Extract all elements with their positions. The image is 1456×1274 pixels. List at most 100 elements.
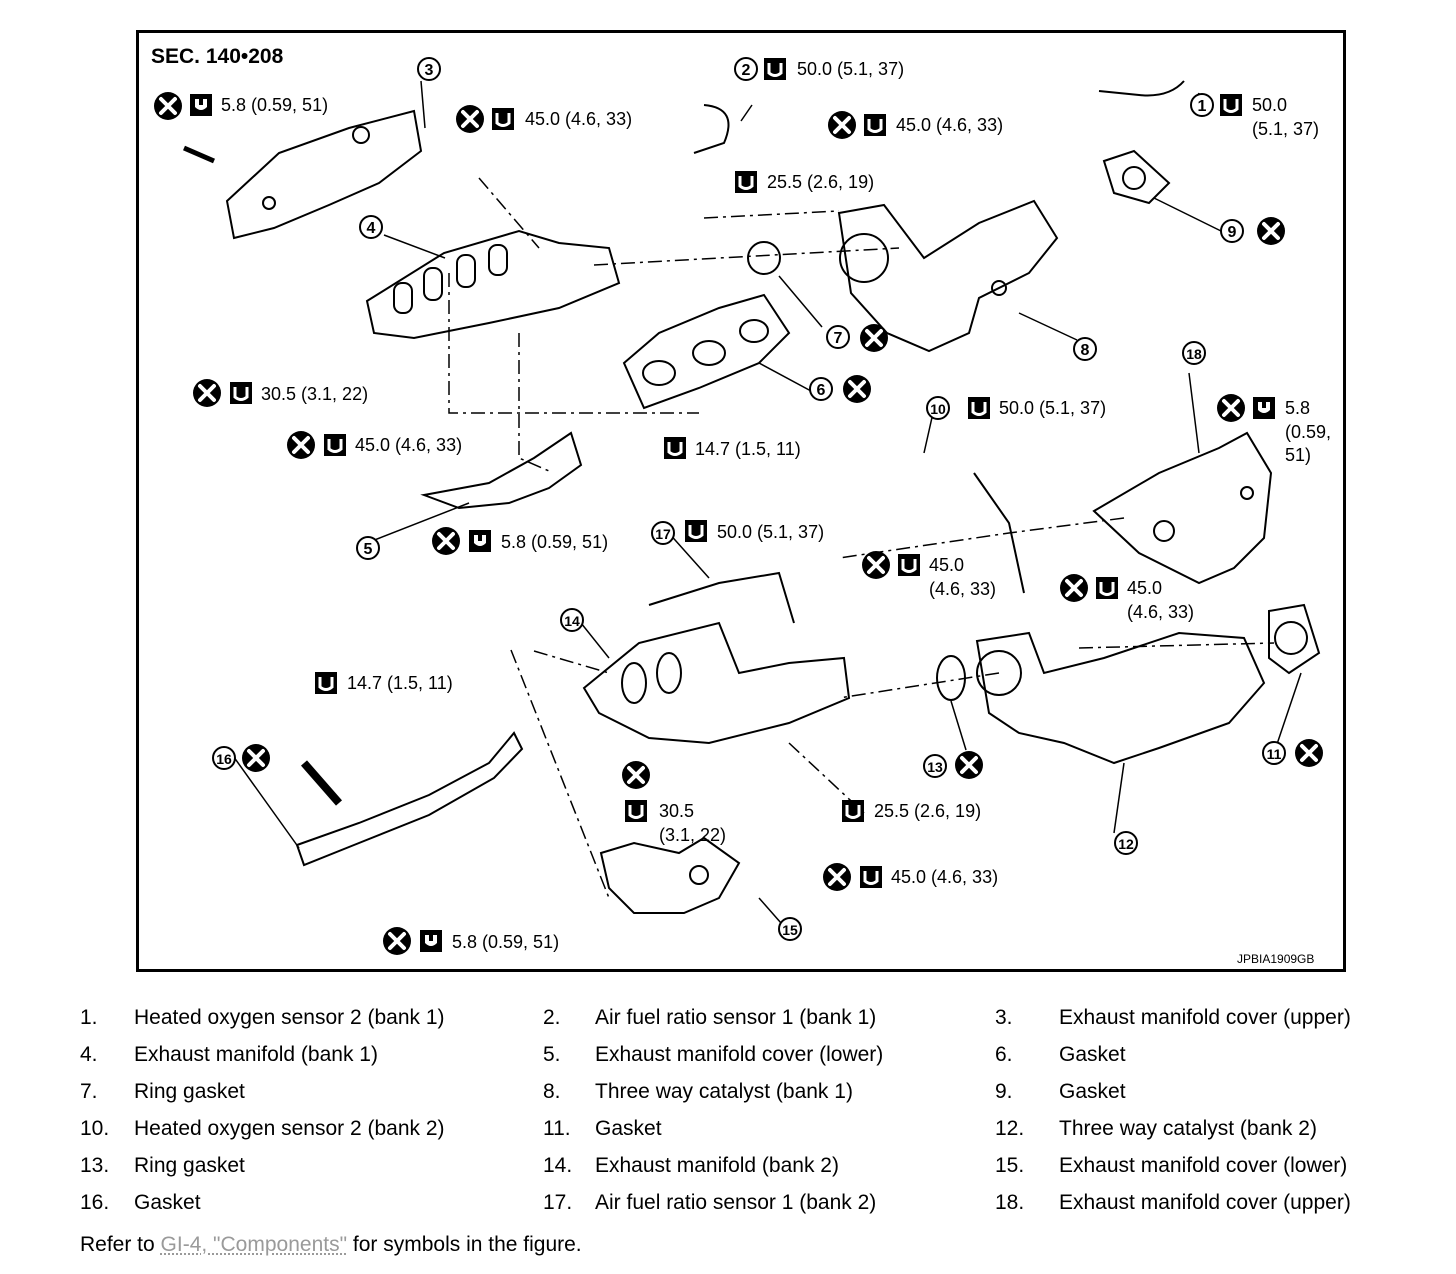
legend-number: 5. <box>543 1043 561 1066</box>
legend-text: Three way catalyst (bank 1) <box>595 1080 853 1103</box>
gasket-bank2 <box>295 731 524 867</box>
leader-lines <box>230 80 1302 924</box>
heated-oxygen-sensor-bank1 <box>1098 80 1185 97</box>
replace-icon <box>841 373 873 405</box>
replace-icon <box>191 377 223 409</box>
torque-label: 5.8 (0.59, 51) <box>501 532 608 552</box>
torque-icon <box>190 94 212 116</box>
gasket-11 <box>1268 603 1321 675</box>
legend-text: Ring gasket <box>134 1080 245 1103</box>
exhaust-manifold-cover-upper-bank2 <box>1092 431 1273 585</box>
replace-icon <box>826 109 858 141</box>
exhaust-manifold-cover-upper-bank1 <box>225 109 423 240</box>
torque-label: 25.5 (2.6, 19) <box>874 801 981 821</box>
replace-icon <box>152 90 184 122</box>
section-label: SEC. 140•208 <box>151 45 284 68</box>
components-reference-link[interactable]: GI-4, "Components" <box>160 1233 348 1256</box>
legend-number: 7. <box>80 1080 98 1103</box>
callout-9: 9 <box>1228 224 1237 241</box>
exploded-view-drawing: 3 2 1 4 9 7 8 18 6 10 5 17 14 16 13 11 1… <box>151 45 1331 966</box>
replace-icon <box>620 759 652 791</box>
figure-code: JPBIA1909GB <box>1237 952 1314 966</box>
callout-8: 8 <box>1081 342 1090 359</box>
torque-icon <box>623 798 649 824</box>
torque-label: 45.0 (4.6, 33) <box>891 867 998 887</box>
legend-number: 17. <box>543 1191 573 1214</box>
torque-label: 30.5 <box>659 801 694 821</box>
ring-gasket-bank2 <box>936 655 966 701</box>
callout-17: 17 <box>655 526 671 542</box>
callout-markers: 3 2 1 4 9 7 8 18 6 10 5 17 14 16 13 11 1… <box>212 57 1286 941</box>
replace-icon <box>1293 737 1325 769</box>
torque-label: 45.0 <box>929 555 964 575</box>
legend-row: 1. Heated oxygen sensor 2 (bank 1) 2. Ai… <box>0 1003 1456 1033</box>
legend-number: 11. <box>543 1117 571 1140</box>
legend-text: Gasket <box>595 1117 662 1140</box>
torque-label: 5.8 <box>1285 398 1310 418</box>
replace-icon <box>1255 215 1287 247</box>
torque-label: 5.8 (0.59, 51) <box>452 932 559 952</box>
torque-label: 45.0 (4.6, 33) <box>355 435 462 455</box>
replace-icon <box>1215 392 1247 424</box>
callout-13: 13 <box>927 759 943 775</box>
callout-7: 7 <box>834 330 843 347</box>
three-way-catalyst-bank2 <box>975 631 1266 765</box>
torque-icon <box>896 552 922 578</box>
torque-icon <box>228 380 254 406</box>
legend-text: Three way catalyst (bank 2) <box>1059 1117 1317 1140</box>
exhaust-manifold-cover-lower-bank2 <box>599 836 741 914</box>
torque-label: 51) <box>1285 445 1311 465</box>
legend-text: Exhaust manifold cover (upper) <box>1059 1006 1351 1029</box>
symbol-marks <box>152 56 1325 957</box>
torque-icon <box>762 56 788 82</box>
legend-text: Heated oxygen sensor 2 (bank 1) <box>134 1006 445 1029</box>
torque-icon <box>322 432 348 458</box>
exhaust-manifold-bank1 <box>365 229 621 340</box>
callout-5: 5 <box>364 541 373 558</box>
torque-label: (4.6, 33) <box>1127 602 1194 622</box>
torque-icon <box>1218 92 1244 118</box>
footer-prefix: Refer to <box>80 1233 161 1256</box>
legend-row: 10. Heated oxygen sensor 2 (bank 2) 11. … <box>0 1114 1456 1144</box>
legend-text: Gasket <box>1059 1080 1126 1103</box>
torque-icon <box>733 169 759 195</box>
torque-labels: SEC. 140•208 5.8 (0.59, 51) 50.0 (5.1, 3… <box>151 45 1331 966</box>
legend-text: Exhaust manifold cover (lower) <box>1059 1154 1348 1177</box>
torque-icon <box>840 798 866 824</box>
torque-label: (4.6, 33) <box>929 579 996 599</box>
replace-icon <box>1058 572 1090 604</box>
callout-11: 11 <box>1267 746 1282 762</box>
legend-number: 10. <box>80 1117 110 1140</box>
replace-icon <box>860 549 892 581</box>
legend-number: 1. <box>80 1006 98 1029</box>
callout-18: 18 <box>1186 346 1202 362</box>
legend-text: Exhaust manifold (bank 2) <box>595 1154 839 1177</box>
torque-icon <box>683 518 709 544</box>
part-outlines <box>183 80 1321 914</box>
legend-text: Air fuel ratio sensor 1 (bank 1) <box>595 1006 877 1029</box>
torque-icon <box>490 106 516 132</box>
callout-3: 3 <box>425 62 434 79</box>
replace-icon <box>953 749 985 781</box>
footer-suffix: for symbols in the figure. <box>347 1233 582 1256</box>
replace-icon <box>858 322 890 354</box>
torque-label: 45.0 (4.6, 33) <box>525 109 632 129</box>
gasket-bank1 <box>622 293 791 410</box>
callout-15: 15 <box>782 922 798 938</box>
legend-number: 18. <box>995 1191 1025 1214</box>
legend-number: 13. <box>80 1154 110 1177</box>
replace-icon <box>240 742 272 774</box>
legend-number: 4. <box>80 1043 98 1066</box>
legend-text: Air fuel ratio sensor 1 (bank 2) <box>595 1191 877 1214</box>
callout-6: 6 <box>817 382 826 399</box>
callout-10: 10 <box>930 401 946 417</box>
torque-icon <box>966 395 992 421</box>
legend-row: 16. Gasket 17. Air fuel ratio sensor 1 (… <box>0 1188 1456 1218</box>
legend-text: Exhaust manifold (bank 1) <box>134 1043 378 1066</box>
air-fuel-ratio-sensor-bank1 <box>693 104 730 154</box>
heated-oxygen-sensor-bank2 <box>973 472 1025 594</box>
replace-icon <box>821 861 853 893</box>
torque-icon <box>1094 575 1120 601</box>
torque-label: 14.7 (1.5, 11) <box>695 439 801 459</box>
legend-number: 9. <box>995 1080 1013 1103</box>
